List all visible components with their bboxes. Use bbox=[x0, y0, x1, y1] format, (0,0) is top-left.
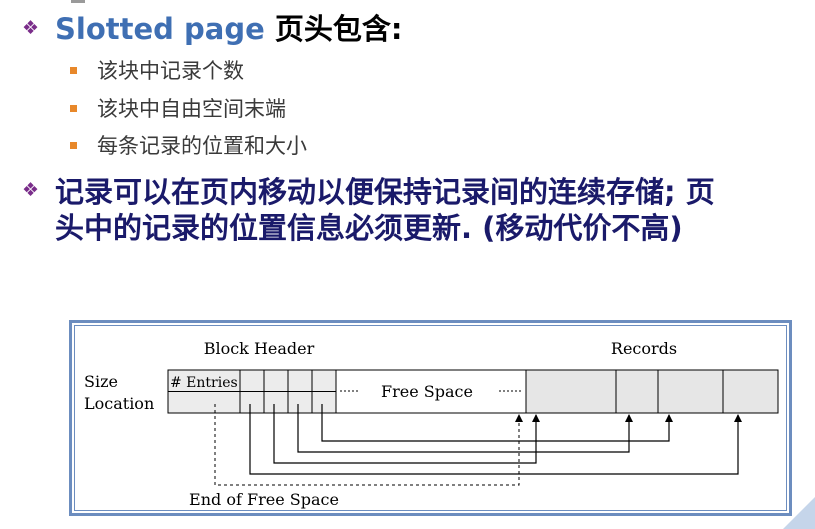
corner-decoration bbox=[783, 497, 815, 529]
entries-label: # Entries bbox=[170, 375, 238, 391]
block-header-label: Block Header bbox=[204, 339, 315, 358]
diamond-bullet-icon: ❖ bbox=[22, 179, 40, 201]
sub-item-text: 每条记录的位置和大小 bbox=[97, 134, 307, 158]
records-area bbox=[525, 369, 779, 414]
square-bullet-icon bbox=[70, 141, 77, 149]
pointer-arrow bbox=[321, 404, 673, 442]
paragraph: 记录可以在页内移动以便保持记录间的连续存储; 页 头中的记录的位置信息必须更新.… bbox=[55, 174, 795, 246]
title-term: Slotted page bbox=[55, 12, 265, 46]
sub-item-text: 该块中自由空间末端 bbox=[97, 97, 286, 121]
square-bullet-icon bbox=[70, 66, 77, 74]
paragraph-line: 记录可以在页内移动以便保持记录间的连续存储; 页 bbox=[55, 175, 715, 209]
sub-item: 该块中自由空间末端 bbox=[70, 95, 286, 121]
location-label: Location bbox=[84, 394, 154, 413]
pointer-arrow bbox=[273, 404, 540, 464]
diamond-bullet-icon: ❖ bbox=[22, 17, 40, 39]
pointer-arrow bbox=[249, 404, 742, 475]
free-space-label: Free Space bbox=[381, 382, 473, 401]
records-label: Records bbox=[611, 339, 677, 358]
title-rest: 页头包含: bbox=[264, 12, 403, 46]
sub-item: 该块中记录个数 bbox=[70, 57, 244, 83]
end-free-space-label: End of Free Space bbox=[189, 490, 339, 509]
pointer-arrow bbox=[297, 404, 633, 453]
square-bullet-icon bbox=[70, 104, 77, 112]
sub-item: 每条记录的位置和大小 bbox=[70, 132, 307, 158]
paragraph-line: 头中的记录的位置信息必须更新. (移动代价不高) bbox=[55, 211, 683, 245]
sub-item-text: 该块中记录个数 bbox=[97, 59, 244, 83]
slide-title: Slotted page 页头包含: bbox=[55, 12, 402, 46]
top-edge-stub bbox=[71, 0, 85, 3]
end-free-space-pointer bbox=[214, 404, 523, 486]
size-label: Size bbox=[84, 372, 118, 391]
